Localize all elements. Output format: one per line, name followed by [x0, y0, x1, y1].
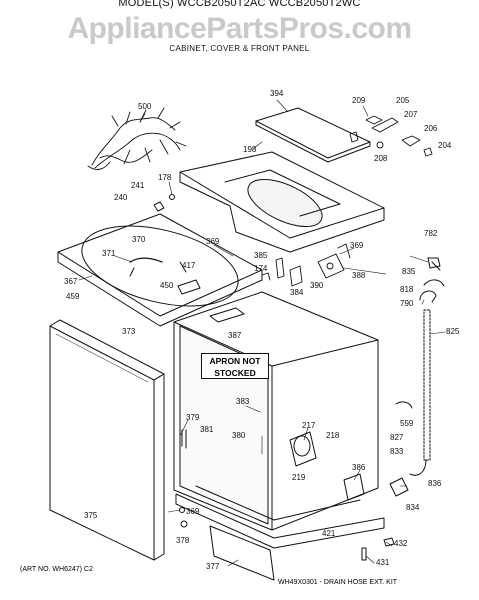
base-apron	[175, 485, 385, 581]
part-label-500[interactable]: 500	[138, 102, 152, 111]
part-label-369-right[interactable]: 369	[350, 241, 364, 250]
part-label-369-bottom[interactable]: 369	[186, 507, 200, 516]
wire-harness	[87, 107, 187, 170]
part-label-380[interactable]: 380	[232, 431, 246, 440]
part-label-377[interactable]: 377	[206, 562, 220, 571]
part-label-208[interactable]: 208	[374, 154, 388, 163]
part-label-417[interactable]: 417	[182, 261, 196, 270]
part-label-206[interactable]: 206	[424, 124, 438, 133]
part-label-207[interactable]: 207	[404, 110, 418, 119]
part-label-559[interactable]: 559	[400, 419, 414, 428]
part-label-432[interactable]: 432	[394, 539, 408, 548]
part-label-421[interactable]: 421	[322, 529, 336, 538]
part-label-827[interactable]: 827	[390, 433, 404, 442]
part-label-369-top[interactable]: 369	[206, 237, 220, 246]
part-label-387[interactable]: 387	[228, 331, 242, 340]
part-label-367[interactable]: 367	[64, 277, 78, 286]
part-label-217[interactable]: 217	[302, 421, 316, 430]
part-label-818[interactable]: 818	[400, 285, 414, 294]
leader-lines	[78, 99, 446, 567]
brackets-center	[261, 243, 351, 287]
part-label-459[interactable]: 459	[66, 292, 80, 301]
part-label-198[interactable]: 198	[243, 145, 257, 154]
hinge-parts	[349, 115, 433, 157]
model-title: MODEL(S) WCCB2050T2AC WCCB2050T2WC	[118, 0, 361, 9]
part-label-178[interactable]: 178	[158, 173, 172, 182]
part-label-375[interactable]: 375	[84, 511, 98, 520]
part-label-386[interactable]: 386	[352, 463, 366, 472]
part-label-450[interactable]: 450	[160, 281, 174, 290]
top-cover	[179, 151, 385, 253]
part-label-388[interactable]: 388	[352, 271, 366, 280]
part-label-379[interactable]: 379	[186, 413, 200, 422]
drain-hose	[409, 257, 445, 476]
part-label-825[interactable]: 825	[446, 327, 460, 336]
part-label-218[interactable]: 218	[326, 431, 340, 440]
cabinet	[173, 291, 379, 531]
apron-note-line2: STOCKED	[214, 368, 256, 378]
part-label-782[interactable]: 782	[424, 229, 438, 238]
part-label-219[interactable]: 219	[292, 473, 306, 482]
part-label-373[interactable]: 373	[122, 327, 136, 336]
art-number: (ART NO. WH6247) C2	[20, 566, 93, 573]
part-label-834[interactable]: 834	[406, 503, 420, 512]
part-label-383[interactable]: 383	[236, 397, 250, 406]
part-label-240[interactable]: 240	[114, 193, 128, 202]
part-label-174[interactable]: 174	[254, 264, 268, 273]
watermark: AppliancePartsPros.com	[67, 12, 412, 45]
apron-not-stocked-note: APRON NOT STOCKED	[201, 353, 269, 379]
part-label-835[interactable]: 835	[402, 267, 416, 276]
tub-support-frame	[57, 213, 263, 327]
lid	[255, 107, 371, 163]
part-label-394[interactable]: 394	[270, 89, 284, 98]
part-label-378[interactable]: 378	[176, 536, 190, 545]
part-label-370[interactable]: 370	[132, 235, 146, 244]
section-title: CABINET, COVER & FRONT PANEL	[169, 44, 310, 53]
part-label-381[interactable]: 381	[200, 425, 214, 434]
part-label-241[interactable]: 241	[131, 181, 145, 190]
drain-hose-kit-note: WH49X0301 - DRAIN HOSE EXT. KIT	[278, 579, 398, 586]
part-label-371[interactable]: 371	[102, 249, 116, 258]
part-label-209[interactable]: 209	[352, 96, 366, 105]
part-label-385[interactable]: 385	[254, 251, 268, 260]
screws-lower	[179, 401, 413, 561]
front-panel	[49, 319, 165, 561]
apron-note-line1: APRON NOT	[209, 356, 261, 366]
part-label-836[interactable]: 836	[428, 479, 442, 488]
part-label-431[interactable]: 431	[376, 558, 390, 567]
part-label-390[interactable]: 390	[310, 281, 324, 290]
part-label-833[interactable]: 833	[390, 447, 404, 456]
part-label-384[interactable]: 384	[290, 288, 304, 297]
part-label-790[interactable]: 790	[400, 299, 414, 308]
part-label-205[interactable]: 205	[396, 96, 410, 105]
part-label-204[interactable]: 204	[438, 141, 452, 150]
